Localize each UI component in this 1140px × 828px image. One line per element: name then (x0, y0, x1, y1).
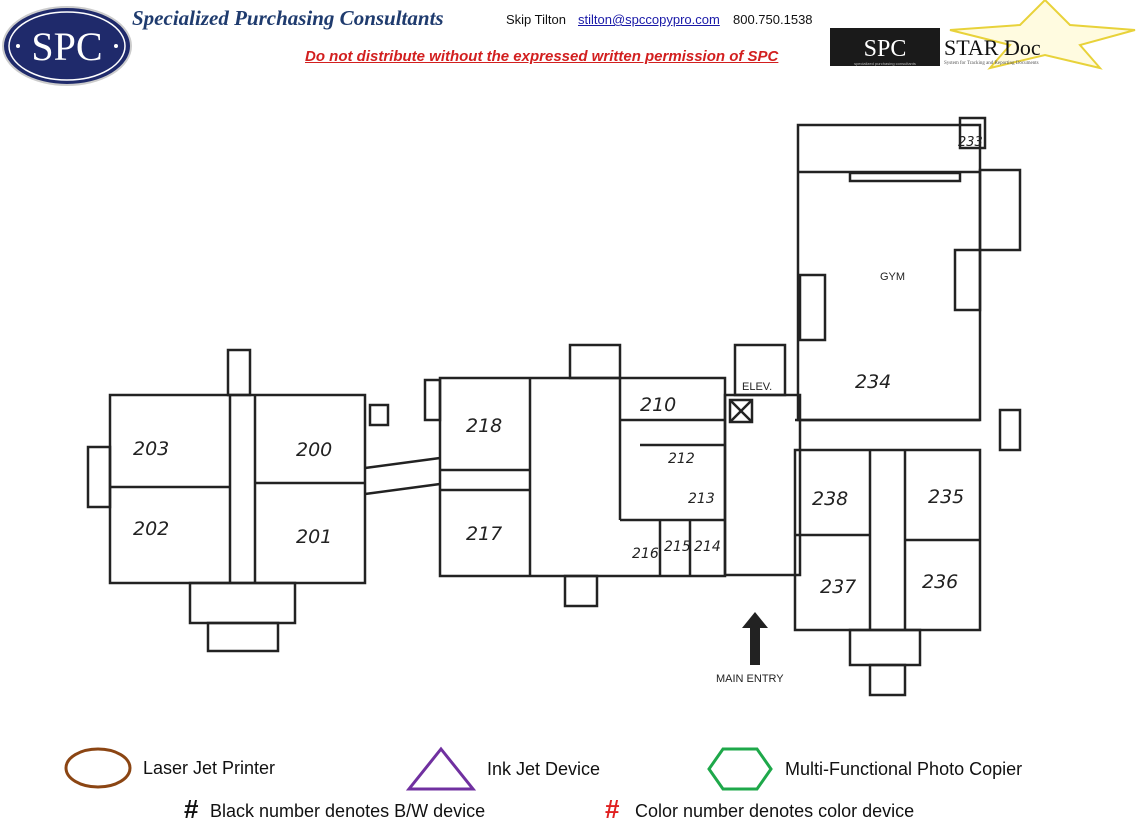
gym-label: GYM (880, 271, 905, 283)
room-210: 210 (640, 394, 676, 416)
bw-hash-icon: # (184, 794, 199, 824)
room-212: 212 (668, 451, 695, 467)
contact-email-link[interactable]: stilton@spccopypro.com (578, 12, 720, 27)
legend-color: Color number denotes color device (635, 801, 915, 821)
legend-mfp: Multi-Functional Photo Copier (785, 759, 1023, 779)
legend-inkjet: Ink Jet Device (487, 759, 601, 779)
room-217: 217 (466, 523, 502, 545)
inkjet-triangle-icon (405, 746, 477, 791)
room-233: 233 (958, 135, 983, 150)
laser-printer-ellipse-icon (64, 747, 132, 789)
svg-text:System for Tracking and Report: System for Tracking and Reporting Docume… (944, 61, 1039, 66)
room-238: 238 (812, 488, 848, 510)
contact-phone: 800.750.1538 (733, 12, 813, 27)
company-name: Specialized Purchasing Consultants (132, 6, 444, 30)
floor-plan: 203 200 202 201 218 217 210 212 213 216 … (86, 116, 1022, 697)
legend-laser: Laser Jet Printer (143, 758, 276, 778)
room-213: 213 (688, 491, 715, 507)
room-216: 216 (632, 546, 659, 562)
room-236: 236 (922, 571, 958, 593)
room-237: 237 (820, 576, 856, 598)
svg-text:SPC: SPC (864, 36, 907, 62)
main-entry-label: MAIN ENTRY (716, 673, 784, 685)
mfp-hexagon-icon (707, 747, 773, 791)
distribution-notice: Do not distribute without the expressed … (305, 48, 779, 65)
room-202: 202 (133, 518, 169, 540)
room-215: 215 (664, 539, 691, 555)
color-hash-icon: # (605, 794, 620, 824)
legend-bw: Black number denotes B/W device (210, 801, 486, 821)
elevator-label: ELEV. (742, 381, 772, 393)
contact-name: Skip Tilton (506, 12, 566, 27)
room-labels: 203 200 202 201 218 217 210 212 213 216 … (133, 135, 983, 685)
room-214: 214 (694, 539, 721, 555)
main-entry-arrow-icon (742, 612, 768, 665)
svg-text:SPC: SPC (31, 24, 102, 69)
svg-text:STAR Doc: STAR Doc (944, 35, 1041, 60)
spc-logo: SPC (2, 6, 132, 86)
room-200: 200 (296, 439, 332, 461)
room-235: 235 (928, 486, 964, 508)
room-218: 218 (466, 415, 502, 437)
svg-text:specialized purchasing consult: specialized purchasing consultants (854, 61, 916, 66)
room-234: 234 (855, 371, 891, 393)
floor-plan-walls (86, 116, 1022, 697)
star-doc-logo: SPC specialized purchasing consultants S… (830, 0, 1136, 70)
room-201: 201 (296, 526, 332, 548)
room-203: 203 (133, 438, 169, 460)
